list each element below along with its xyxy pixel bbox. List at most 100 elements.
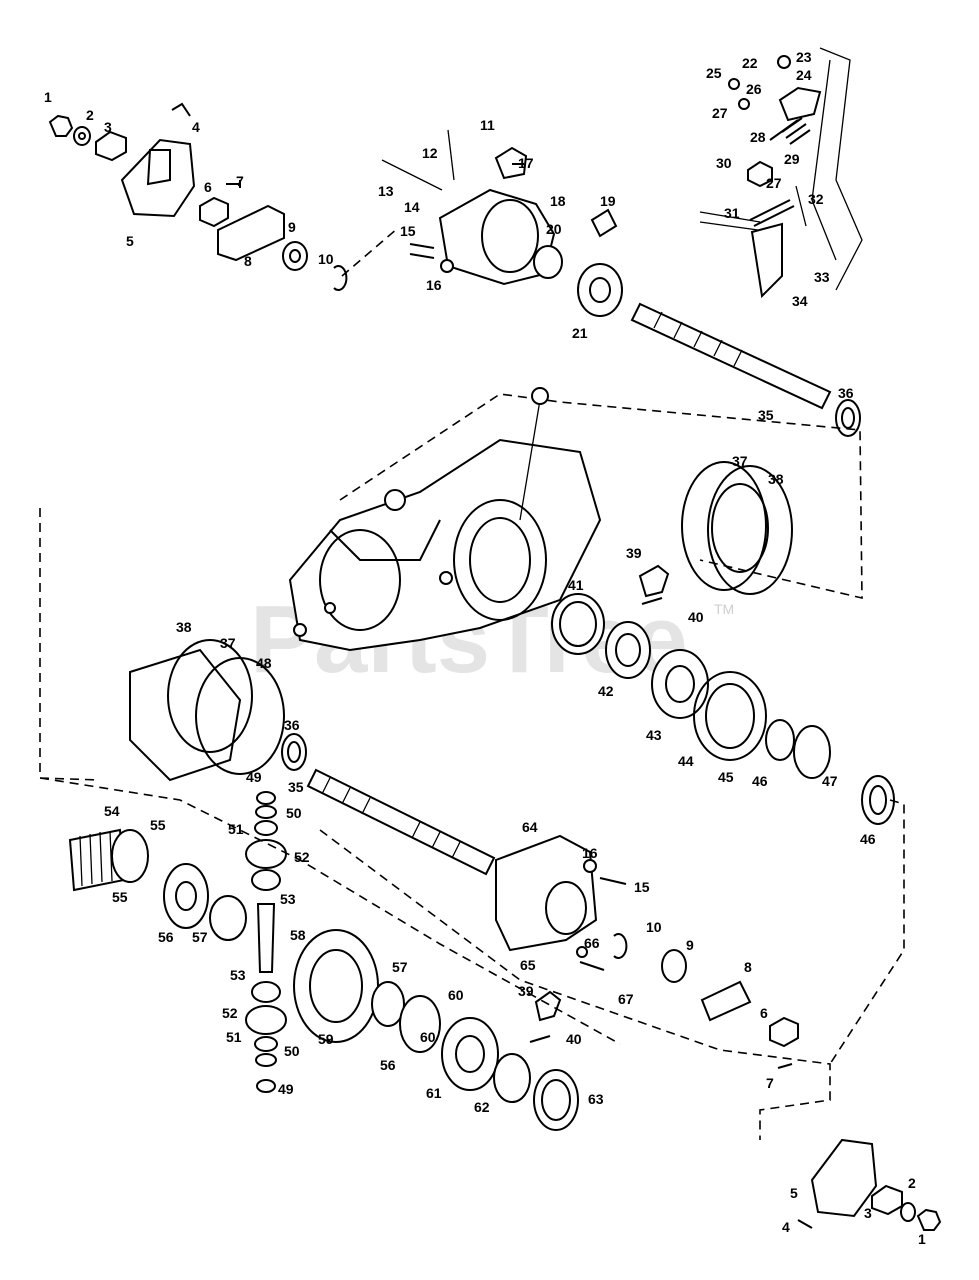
callout-label: 57 — [392, 959, 408, 975]
seal-36 — [835, 399, 861, 437]
callout-label: 17 — [518, 155, 534, 171]
callout-label: 25 — [706, 65, 722, 81]
washer-16 — [440, 259, 454, 273]
callout-label: 7 — [236, 173, 244, 189]
callout-label: 6 — [204, 179, 212, 195]
callout-label: 26 — [746, 81, 762, 97]
callout-label: 32 — [808, 191, 824, 207]
callout-label: 52 — [294, 849, 310, 865]
callout-label: 5 — [126, 233, 134, 249]
callout-label: 3 — [104, 119, 112, 135]
callout-label: 60 — [448, 987, 464, 1003]
callout-label: 46 — [752, 773, 768, 789]
bottom-right-assembly — [797, 1138, 942, 1231]
plate-24 — [778, 86, 822, 122]
callout-label: 47 — [822, 773, 838, 789]
bolt-67 — [579, 961, 605, 971]
gear-57 — [209, 895, 247, 941]
gear-52 — [245, 839, 287, 869]
callout-label: 39 — [626, 545, 642, 561]
bolt-40b — [529, 1035, 551, 1043]
spring-31 — [749, 199, 795, 227]
seal-36b — [281, 733, 307, 771]
bolt-15 — [409, 243, 435, 259]
plate-8b — [700, 980, 752, 1022]
callout-label: 53 — [280, 891, 296, 907]
bushing-6 — [199, 196, 229, 228]
washer-16b — [583, 859, 597, 873]
differential-left — [68, 791, 287, 1093]
lever-11 — [494, 146, 528, 180]
plate-8 — [217, 204, 285, 262]
bearing-42 — [605, 621, 651, 679]
differential-center — [293, 929, 579, 1131]
nut-30 — [747, 160, 773, 188]
callout-label: 23 — [796, 49, 812, 65]
flange-54 — [111, 829, 149, 883]
callout-label: 30 — [716, 155, 732, 171]
upper-shaft-35 — [630, 302, 861, 437]
callout-label: 41 — [568, 577, 584, 593]
washer-2b — [900, 1202, 916, 1222]
bracket-34 — [750, 222, 783, 299]
callout-label: 62 — [474, 1099, 490, 1115]
shim-46 — [765, 719, 795, 761]
callout-label: 52 — [222, 1005, 238, 1021]
callout-label: 2 — [908, 1175, 916, 1191]
top-left-assembly — [48, 102, 399, 291]
cup-63 — [533, 1069, 579, 1131]
callout-label: 51 — [228, 821, 244, 837]
callout-label: 57 — [192, 929, 208, 945]
callout-label: 46 — [860, 831, 876, 847]
callout-label: 65 — [520, 957, 536, 973]
spring-4b — [797, 1219, 813, 1229]
callout-label: 16 — [582, 845, 598, 861]
pin-58 — [256, 903, 276, 973]
callout-label: 22 — [742, 55, 758, 71]
callout-label: 33 — [814, 269, 830, 285]
ring-47 — [793, 725, 831, 779]
callout-label: 38 — [176, 619, 192, 635]
callout-label: 35 — [758, 407, 774, 423]
callout-label: 43 — [646, 727, 662, 743]
callout-label: 3 — [864, 1205, 872, 1221]
bearing-9b — [661, 949, 687, 983]
washer-66 — [576, 946, 588, 958]
callout-label: 67 — [618, 991, 634, 1007]
spring-4 — [171, 102, 191, 117]
bracket-5 — [120, 138, 196, 218]
gear-52b — [245, 1005, 287, 1035]
cover-assembly — [39, 777, 905, 1140]
callout-label: 50 — [286, 805, 302, 821]
callout-label: 15 — [634, 879, 650, 895]
snap-ring-10b — [613, 933, 628, 959]
callout-label: 21 — [572, 325, 588, 341]
callout-label: 13 — [378, 183, 394, 199]
callout-label: 53 — [230, 967, 246, 983]
bearing-62 — [493, 1053, 531, 1103]
callout-label: 56 — [158, 929, 174, 945]
callout-label: 6 — [760, 1005, 768, 1021]
cover-64 — [495, 834, 598, 952]
gasket-38 — [707, 465, 793, 595]
callout-label: 27 — [766, 175, 782, 191]
callout-label: 1 — [918, 1231, 926, 1247]
callout-label: 4 — [782, 1219, 790, 1235]
cap-39 — [638, 564, 670, 598]
callout-label: 15 — [400, 223, 416, 239]
callout-label: 10 — [318, 251, 334, 267]
bracket-5b — [810, 1138, 878, 1218]
gear-57b — [371, 981, 405, 1027]
callout-label: 36 — [838, 385, 854, 401]
callout-label: 58 — [290, 927, 306, 943]
callout-label: 10 — [646, 919, 662, 935]
bolt-7 — [226, 180, 241, 188]
callout-label: 27 — [712, 105, 728, 121]
callout-label: 55 — [150, 817, 166, 833]
bolt-15b — [599, 877, 627, 885]
gasket-44 — [693, 671, 767, 761]
callout-label: 56 — [380, 1057, 396, 1073]
washer-26 — [738, 98, 750, 110]
callout-label: 55 — [112, 889, 128, 905]
watermark-trademark: TM — [714, 601, 734, 617]
